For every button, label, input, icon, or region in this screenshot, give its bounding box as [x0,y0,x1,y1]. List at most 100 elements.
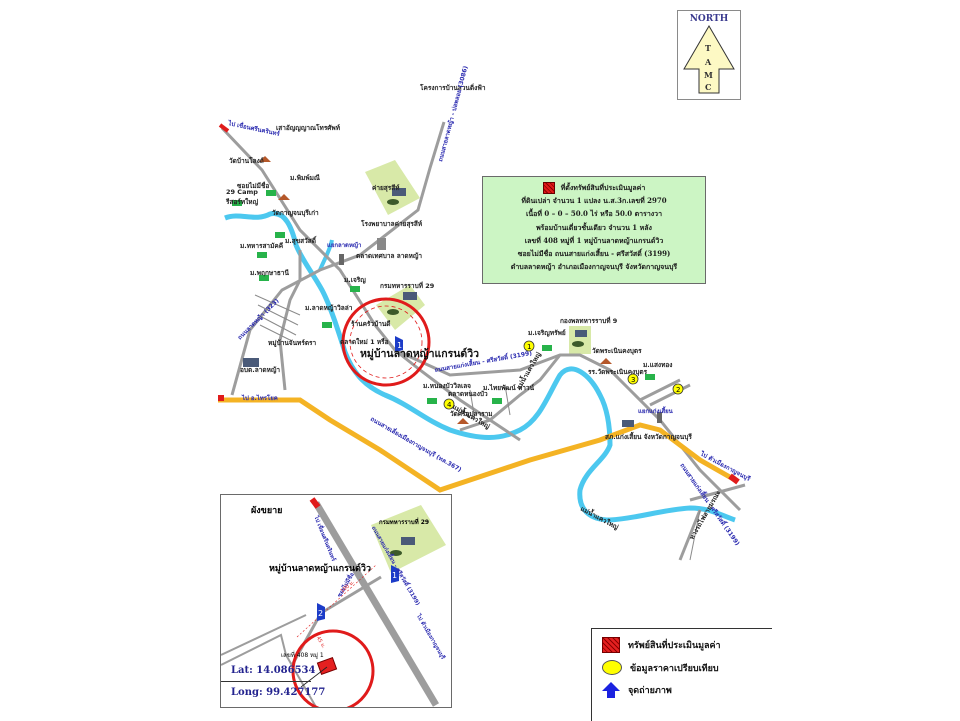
label-army-9: กองพลทหารราบที่ 9 [560,315,618,325]
svg-text:M: M [704,70,713,80]
info-line: ซอยไม่มีชื่อ ถนนสายแก่งเสี้ยน - ศรีสวัสด… [517,249,671,259]
latitude-value: Lat: 14.086534 [231,665,316,676]
label-army-29: กรมทหารราบที่ 29 [380,280,435,290]
label-wat-ban-long: วัดบ้านโลงถ์ [229,156,264,165]
info-line: เลขที่ 408 หมู่ที่ 1 หมู่บ้านลาดหญ้าแกรน… [524,235,664,245]
label-resort: รีสอร์ทใหญ่ [225,197,258,206]
label-shop: ร้านครัวบ้านดี [351,319,391,328]
label-road-srisawat: ไป เขื่อนศรีนครินทร์ [227,118,282,138]
svg-text:T: T [705,43,711,53]
comparison-point-3: 3 [627,373,639,385]
legend-item-photo: จุดถ่ายภาพ [602,682,672,698]
label-soi: ซอยไม่มีชื่อ [237,180,269,190]
svg-text:1: 1 [392,571,397,580]
label-wat-nong-buea: วัดพระเนินคงบุตร [592,347,642,355]
inset-photo-point-2-icon: 2 [317,603,325,621]
svg-text:2: 2 [676,386,680,394]
comparison-point-4: 4 [443,398,455,410]
north-arrow-icon: T A M C [683,25,735,94]
label-village-kanchana: หมู่บ้านจันทร์ตรา [268,338,317,348]
comparison-point-1: 1 [523,340,535,352]
info-title: ที่ตั้งทรัพย์สินที่ประเมินมูลค่า [560,183,646,192]
property-highlight-circle [341,297,431,387]
label-police: สภ.แก่งเสี้ยน จังหวัดกาญจนบุรี [605,431,692,441]
traffic-light-icons [339,254,662,423]
svg-text:1: 1 [527,343,531,351]
label-road-ladya-bophloi: ถนนสายลาดหญ้า - บ่อพลอย (3086) [436,65,469,163]
photo-point-1-icon: 1 [395,336,403,352]
legend-item-property: ทรัพย์สินที่ประเมินมูลค่า [602,637,721,653]
inset-army-label: กรมทหารราบที่ 29 [379,519,430,526]
label-m-thaksin: ม.ไทยพัฒน์ ทาวน์ [483,383,535,392]
red-hatched-square-icon [602,637,620,653]
inset-photo-point-1-icon: 1 [391,565,399,583]
label-m-nongbua: ม.หนองบัววิลเลจ [423,382,471,390]
label-road-ladya-kanchana: ถนนลาดหญ้า (323) [236,296,281,341]
property-marker-icon [542,181,555,194]
label-m-charoen-sub: ม.เจริญทรัพย์ [528,329,566,337]
legend-label: จุดถ่ายภาพ [628,686,672,696]
svg-text:1: 1 [397,341,402,350]
svg-text:2: 2 [318,609,323,618]
label-m-ladya-villa: ม.ลาดหญ้าวิลล่า [305,303,353,312]
svg-text:C: C [705,82,711,92]
label-hospital: โรงพยาบาลค่ายสุรสีห์ [360,219,422,228]
label-m-sukchai: ม.สุขสวัสดิ์ [285,236,317,245]
property-highlight-dashed [349,305,423,379]
temple-icons [259,156,612,424]
yellow-circle-icon [602,660,622,675]
road-end-north [218,123,230,133]
label-kaeng-sian: แยกแก่งเสี้ยน [638,405,674,415]
inset-map: 1 2 ผังขยาย กรมทหารราบที่ 29 หมู่บ้านลาด… [220,494,452,708]
river-kwai [224,210,736,523]
info-line: เนื้อที่ 0 – 0 – 50.0 ไร่ หรือ 50.0 ตารา… [525,209,663,219]
highway-367 [218,397,737,493]
legend-label: ข้อมูลราคาเปรียบเทียบ [630,663,719,674]
inset-house-label: เลขที่ 408 หมู่ 1 [281,652,324,659]
label-m-saeng: ม.แสงทอง [643,361,672,369]
label-29-camp: 29 Camp [226,188,258,196]
info-line: พร้อมบ้านเดี่ยวชั้นเดียว จำนวน 1 หลัง [536,222,652,232]
village-icons [232,190,655,404]
north-label: NORTH [689,14,729,24]
north-arrow: NORTH T A M C [677,10,741,100]
label-road-sai-yok: ไป อ.ไทรโยค [241,394,278,402]
comparison-point-2: 2 [672,383,684,395]
inset-village-label: หมู่บ้านลาดหญ้าแกรนด์วิว [269,564,372,574]
blue-arrow-icon [602,682,620,698]
legend-item-comparison: ข้อมูลราคาเปรียบเทียบ [602,660,719,675]
label-project-north: โครงการบ้านสวนติ่งฟ้า [419,82,486,92]
legend-label: ทรัพย์สินที่ประเมินมูลค่า [628,641,721,651]
svg-text:4: 4 [447,401,452,409]
camp-surasi-area [365,160,420,215]
svg-text:3: 3 [631,376,635,384]
inset-title: ผังขยาย [251,506,283,516]
label-ladya-municipality: ตลาดเทศบาล ลาดหญ้า [356,251,422,260]
minor-roads [254,294,701,561]
highway-end-east [728,473,740,485]
label-m-phimuk: ม.พิมพ์มณี [290,174,320,182]
label-ladya-intersection: แยกลาดหญ้า [327,241,361,249]
river-branch [318,239,334,271]
inset-map-canvas: 1 2 [221,497,446,707]
label-village-grandview: หมู่บ้านลาดหญ้าแกรนด์วิว [360,347,479,361]
svg-text:A: A [704,57,712,67]
info-line: ตำบลลาดหญ้า อำเภอเมืองกาญจนบุรี จังหวัดก… [510,262,678,272]
label-school-nong: รร.วัดพระเนินคงบุตร [588,368,648,376]
label-talat-nongbua: ตลาดหนองบัว [448,390,488,398]
label-orbortor: อบต.ลาดหญ้า [240,365,280,374]
info-line: ที่ดินเปล่า จำนวน 1 แปลง น.ส.3ก.เลขที่ 2… [521,196,667,206]
map-legend: ทรัพย์สินที่ประเมินมูลค่า ข้อมูลราคาเปรี… [591,628,772,721]
tank-icons [387,199,584,347]
label-wat-kanchanaburi: วัดกาญจนบุรีเก่า [272,209,319,217]
label-m-phrueksa: ม.พฤกษาธานี [250,269,289,277]
label-m-thawan: ม.ทหารสามัคคี [240,242,283,250]
label-wat-ladya: ตลาดใหม่ 1 หรือ [340,337,389,346]
label-road-bypass: ถนนสายเลี่ยงเมืองกาญจนบุรี (ทล.367) [369,414,464,474]
label-m-charoen: ม.เจริญ [344,276,366,284]
building-icons [243,188,634,427]
property-info-box: ที่ตั้งทรัพย์สินที่ประเมินมูลค่า ที่ดินเ… [482,176,706,284]
latlong-divider [221,681,311,682]
label-wat-sri: วัดศรีอุปลาราม [450,410,493,418]
